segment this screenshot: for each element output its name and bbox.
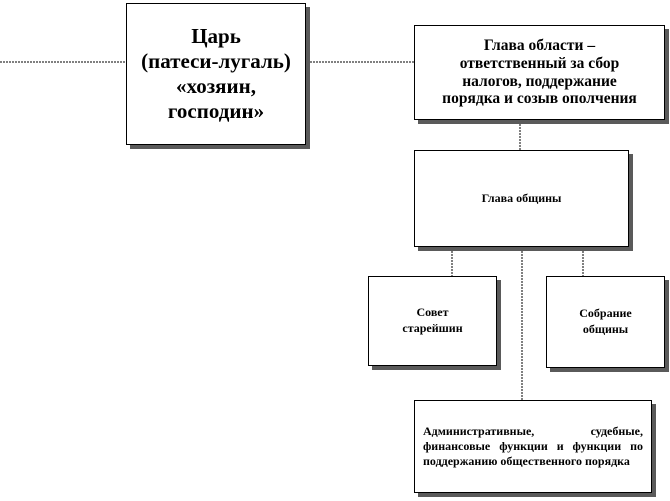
community-assembly-box: Собрание общины: [546, 276, 665, 368]
elders-council-box: Совет старейшин: [368, 276, 497, 366]
region-head-box: Глава области – ответственный за сбор на…: [414, 25, 665, 120]
region-head-label: Глава области – ответственный за сбор на…: [442, 36, 637, 108]
functions-label: Административные, судебные, финансовые ф…: [423, 424, 643, 468]
king-label: Царь (патеси-лугаль) «хозяин, господин»: [141, 24, 291, 123]
community-head-box: Глава общины: [414, 150, 629, 247]
elders-council-label: Совет старейшин: [402, 305, 463, 335]
functions-box: Административные, судебные, финансовые ф…: [414, 400, 652, 493]
king-box: Царь (патеси-лугаль) «хозяин, господин»: [126, 3, 306, 145]
community-assembly-label: Собрание общины: [579, 306, 632, 336]
community-head-label: Глава общины: [481, 191, 562, 205]
